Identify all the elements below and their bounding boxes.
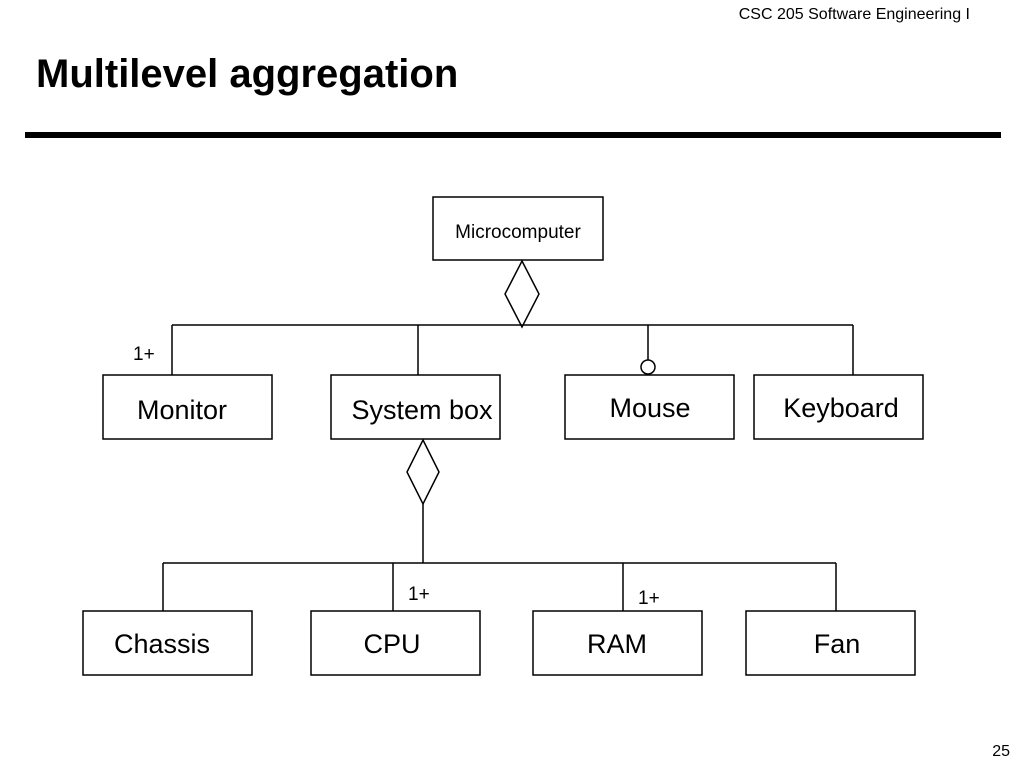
ram-label: RAM: [587, 629, 647, 659]
aggregation-diamond-systembox: [406, 438, 440, 506]
slide-title: Multilevel aggregation: [36, 52, 459, 96]
monitor-box: [102, 374, 273, 440]
microcomputer-label: Microcomputer: [455, 222, 581, 243]
mouse-box: [564, 374, 735, 440]
ram-multiplicity: 1+: [638, 588, 660, 609]
cpu-box: [310, 610, 481, 676]
ram-box: [532, 610, 703, 676]
keyboard-box: [753, 374, 924, 440]
fan-box: [745, 610, 916, 676]
title-divider: [25, 132, 1001, 138]
cpu-multiplicity: 1+: [408, 584, 430, 605]
monitor-multiplicity: 1+: [133, 344, 155, 365]
systembox-box: [330, 374, 501, 440]
cpu-label: CPU: [363, 629, 420, 659]
chassis-box: [82, 610, 253, 676]
systembox-label: System box: [351, 395, 493, 425]
monitor-label: Monitor: [137, 395, 227, 425]
keyboard-label: Keyboard: [783, 393, 899, 423]
mouse-label: Mouse: [609, 393, 690, 423]
aggregation-diamond-root: [504, 259, 540, 329]
fan-label: Fan: [814, 629, 861, 659]
chassis-label: Chassis: [114, 629, 210, 659]
page-number: 25: [992, 743, 1010, 760]
microcomputer-box: [432, 196, 604, 261]
optional-circle: [640, 359, 656, 375]
course-header: CSC 205 Software Engineering I: [738, 6, 970, 23]
